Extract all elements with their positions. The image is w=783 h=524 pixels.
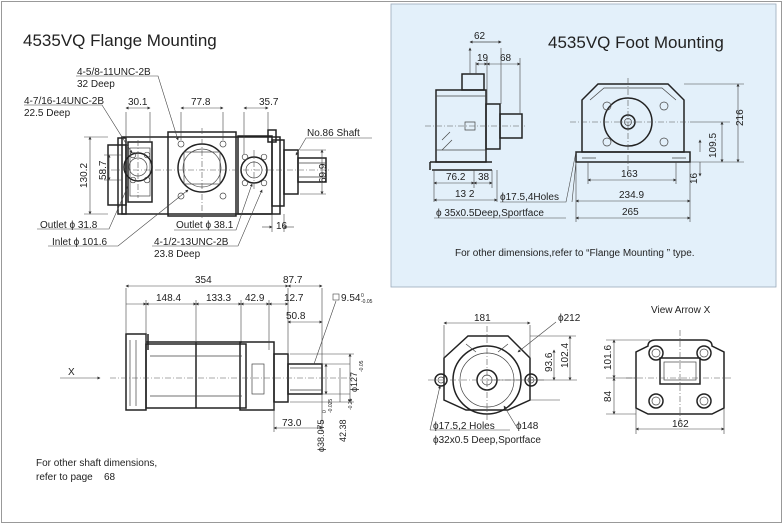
dim-phi-38-075-tol-bottom: -0.025 (328, 399, 334, 413)
note-shaft: No.86 Shaft (307, 128, 360, 139)
dim-354: 354 (195, 275, 212, 286)
dim-265: 265 (622, 207, 639, 218)
view-arrow-x-title: View Arrow X (651, 305, 711, 316)
dim-102-4: 102.4 (560, 343, 571, 368)
dim-16-flange: 16 (276, 221, 288, 232)
dim-76-2: 76.2 (446, 172, 466, 183)
view-arrow-x (626, 330, 732, 422)
dim-73-0: 73.0 (282, 418, 302, 429)
dim-68: 68 (500, 53, 512, 64)
dim-148-4: 148.4 (156, 293, 181, 304)
side-view (110, 333, 350, 411)
dim-42-38: 42.38 (338, 419, 348, 442)
shaft-note-page: 68 (104, 472, 116, 483)
dim-58-7: 58.7 (98, 160, 109, 180)
dim-87-7: 87.7 (283, 275, 303, 286)
dim-phi-212: ϕ212 (558, 313, 581, 324)
view-arrow-x-label: X (68, 367, 75, 378)
dim-phi-127-tol: -0.05 (359, 360, 365, 372)
dim-9-54-tol-top: 0 (361, 293, 364, 299)
flange-notes: 4-5/8-11UNC-2B 32 Deep 4-7/16-14UNC-2B 2… (24, 67, 372, 260)
foot-mounting-title: 4535VQ Foot Mounting (548, 33, 724, 52)
foot-mounting-panel (390, 3, 777, 288)
foot-front-dims: 216 109.5 16 163 234.9 265 ϕ17.5,4Holes … (434, 83, 746, 222)
flange-top-dims: 30.1 77.8 35.7 130.2 58.7 69.9 16 (79, 97, 329, 232)
dim-109-5: 109.5 (708, 133, 719, 158)
dim-133-3: 133.3 (206, 293, 231, 304)
dim-phi-38-075: ϕ38.075 (316, 419, 326, 452)
foot-side-dims: 62 19 68 76.2 38 13 2 (433, 31, 521, 202)
dim-phi-38-075-tol-top: 0 (322, 410, 328, 413)
dim-9-54: 9.54 (341, 293, 361, 304)
dim-69-9: 69.9 (318, 163, 329, 183)
dim-101-6: 101.6 (603, 345, 614, 370)
foot-holes-note: ϕ17.5,4Holes (500, 192, 559, 203)
dim-42-38-tol: -0.25 (348, 398, 354, 410)
dim-84: 84 (603, 390, 614, 402)
flange-face-holes-note: ϕ17.5,2 Holes (433, 421, 495, 432)
dim-12-7: 12.7 (284, 293, 304, 304)
note-bottom-unc-depth: 23.8 Deep (154, 249, 201, 260)
dim-162: 162 (672, 419, 689, 430)
flange-face-spotface-note: ϕ32x0.5 Deep,Sportface (433, 435, 541, 446)
shaft-note-line2: refer to page (36, 472, 93, 483)
dim-216: 216 (735, 109, 746, 126)
note-top-unc-depth: 32 Deep (77, 79, 115, 90)
dim-93-6: 93.6 (544, 352, 555, 372)
dim-181: 181 (474, 313, 491, 324)
flange-top-view (100, 128, 330, 218)
dim-62: 62 (474, 31, 486, 42)
note-outlet-left: Outlet ϕ 31.8 (40, 220, 98, 231)
side-view-dims: 354 87.7 148.4 133.3 42.9 12.7 9.54 0 -0… (60, 275, 373, 452)
view-arrow-x-dims: 101.6 84 162 (603, 339, 725, 434)
dim-30-1: 30.1 (128, 97, 148, 108)
dim-19: 19 (477, 53, 489, 64)
flange-mounting-title: 4535VQ Flange Mounting (23, 31, 217, 50)
dim-234-9: 234.9 (619, 190, 644, 201)
foot-side-view (425, 73, 525, 171)
flange-face-dims: 181 ϕ212 93.6 102.4 ϕ148 ϕ17.5,2 Holes ϕ… (429, 313, 581, 446)
dim-16-foot: 16 (689, 172, 700, 184)
dim-35-7: 35.7 (259, 97, 279, 108)
shaft-note-line1: For other shaft dimensions, (36, 458, 157, 469)
dim-130-2: 130.2 (79, 163, 90, 188)
note-bottom-unc: 4-1/2-13UNC-2B (154, 237, 229, 248)
note-inlet: Inlet ϕ 101.6 (52, 237, 108, 248)
foot-reference-note: For other dimensions,refer to “Flange Mo… (455, 248, 695, 259)
flange-face-view (428, 326, 546, 422)
foot-spotface-note: ϕ 35x0.5Deep,Sportface (436, 208, 544, 219)
dim-163: 163 (621, 169, 638, 180)
dim-phi-127: ϕ127 (349, 372, 359, 392)
dim-13-2: 13 2 (455, 189, 475, 200)
dim-phi-148: ϕ148 (516, 421, 539, 432)
note-top-unc: 4-5/8-11UNC-2B (77, 67, 151, 78)
dim-50-8: 50.8 (286, 311, 306, 322)
note-outlet-mid: Outlet ϕ 38.1 (176, 220, 234, 231)
dim-77-8: 77.8 (191, 97, 211, 108)
note-left-unc: 4-7/16-14UNC-2B (24, 96, 104, 107)
note-left-unc-depth: 22.5 Deep (24, 108, 71, 119)
dim-42-9: 42.9 (245, 293, 265, 304)
dim-9-54-tol-bottom: -0.05 (361, 299, 373, 305)
dim-38: 38 (478, 172, 490, 183)
